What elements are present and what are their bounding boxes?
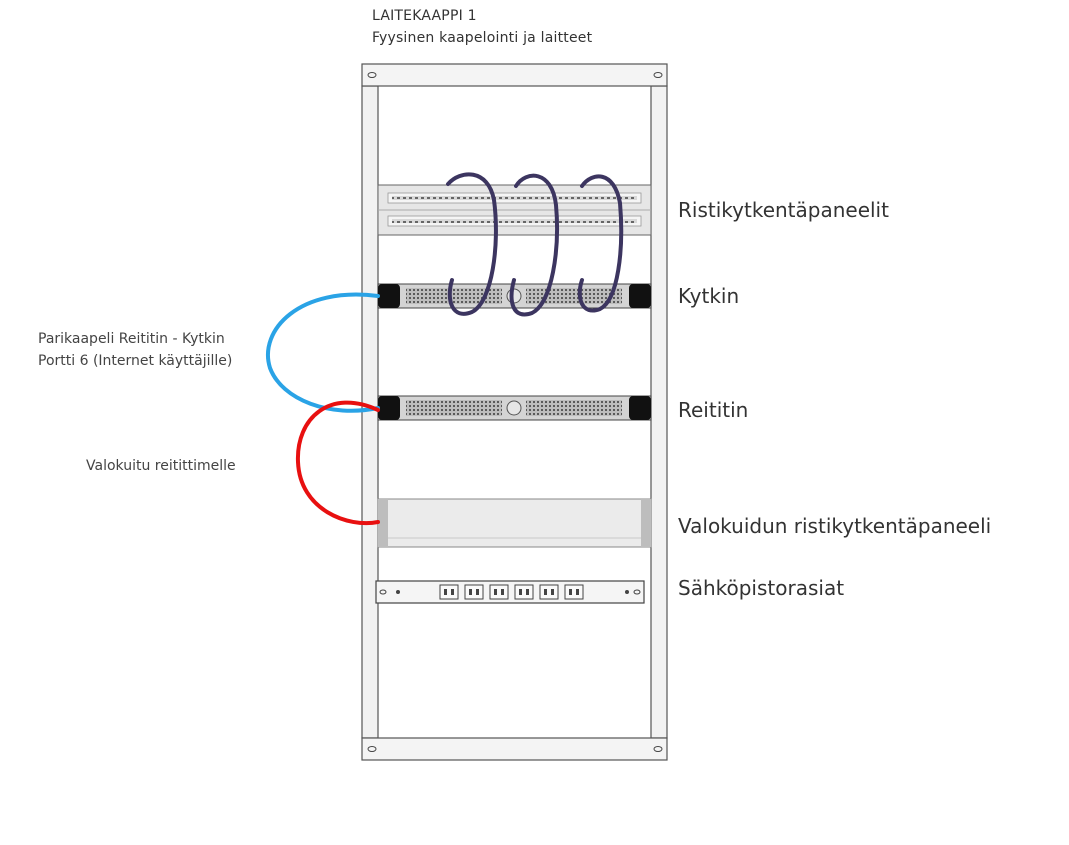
diagram-subtitle: Fyysinen kaapelointi ja laitteet xyxy=(372,30,593,46)
label-fiber-panel: Valokuidun ristikytkentäpaneeli xyxy=(678,514,992,538)
label-switch: Kytkin xyxy=(678,284,740,308)
label-power-outlets: Sähköpistorasiat xyxy=(678,576,845,600)
label-twisted-pair-line2: Portti 6 (Internet käyttäjille) xyxy=(38,353,233,369)
fiber-cable xyxy=(295,400,380,525)
rack-top-bar xyxy=(361,63,668,87)
patch-cable-3 xyxy=(577,174,624,313)
label-fiber: Valokuitu reitittimelle xyxy=(86,458,236,474)
rack-right-rail xyxy=(650,85,668,739)
patch-cable-2 xyxy=(509,173,559,317)
fiber-panel-icon xyxy=(377,498,652,548)
label-router: Reititin xyxy=(678,398,749,422)
power-strip-icon xyxy=(375,580,645,604)
patch-panel-icon xyxy=(377,184,652,236)
label-twisted-pair-line1: Parikaapeli Reititin - Kytkin xyxy=(38,331,225,347)
twisted-pair-cable xyxy=(266,292,380,413)
router-icon xyxy=(377,395,652,421)
patch-cable-1 xyxy=(446,172,498,316)
patch-cables xyxy=(446,172,624,317)
diagram-title: LAITEKAAPPI 1 xyxy=(372,8,477,24)
rack-bottom-bar xyxy=(361,737,668,761)
label-patch-panels: Ristikytkentäpaneelit xyxy=(678,198,889,222)
